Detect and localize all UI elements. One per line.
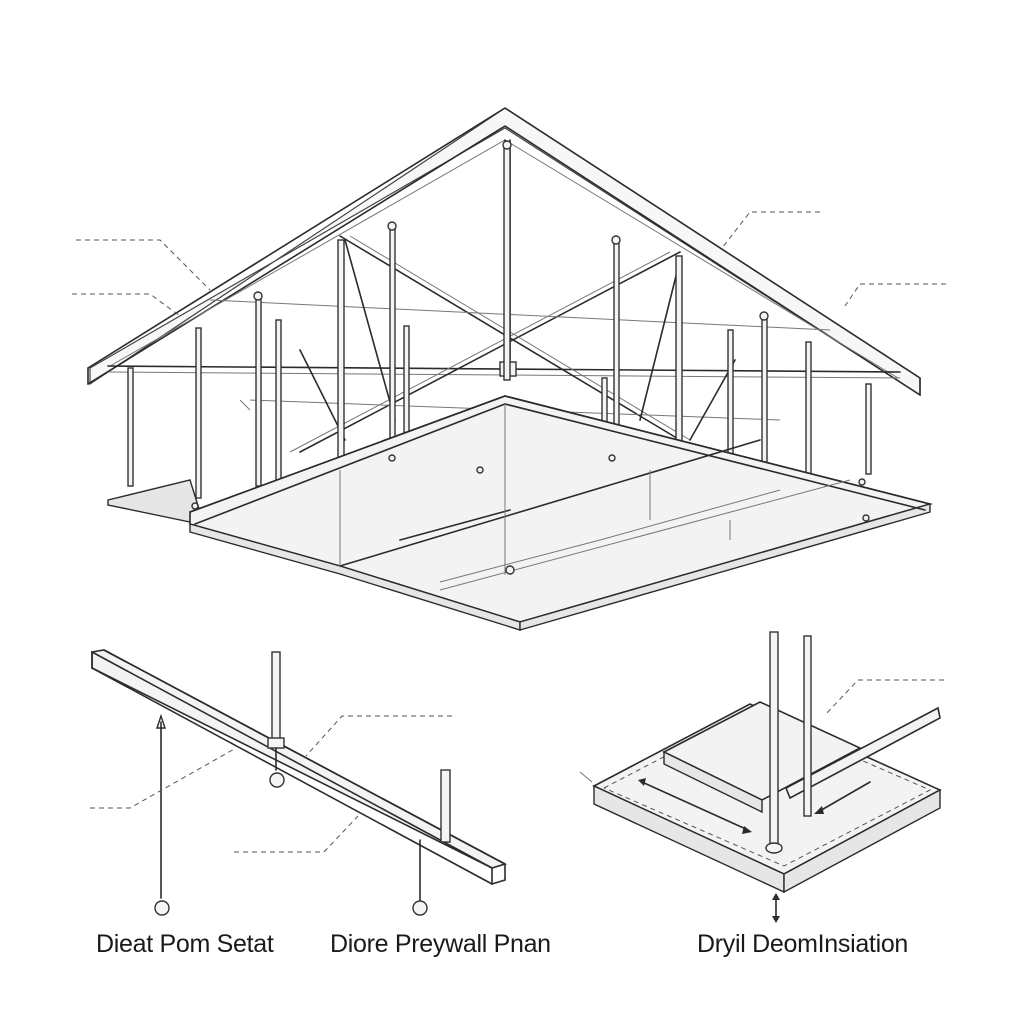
caption-middle: Diore Preywall Pnan xyxy=(330,930,551,958)
caption-left: Dieat Pom Setat xyxy=(96,930,274,958)
drywall-panels xyxy=(107,395,934,631)
main-ceiling-assembly xyxy=(72,107,946,631)
detail-rail-hangers xyxy=(90,649,508,916)
leader-lines xyxy=(72,211,946,317)
detail-drywall-panel xyxy=(579,631,944,923)
caption-right: Dryil DeomInsiation xyxy=(697,930,909,958)
